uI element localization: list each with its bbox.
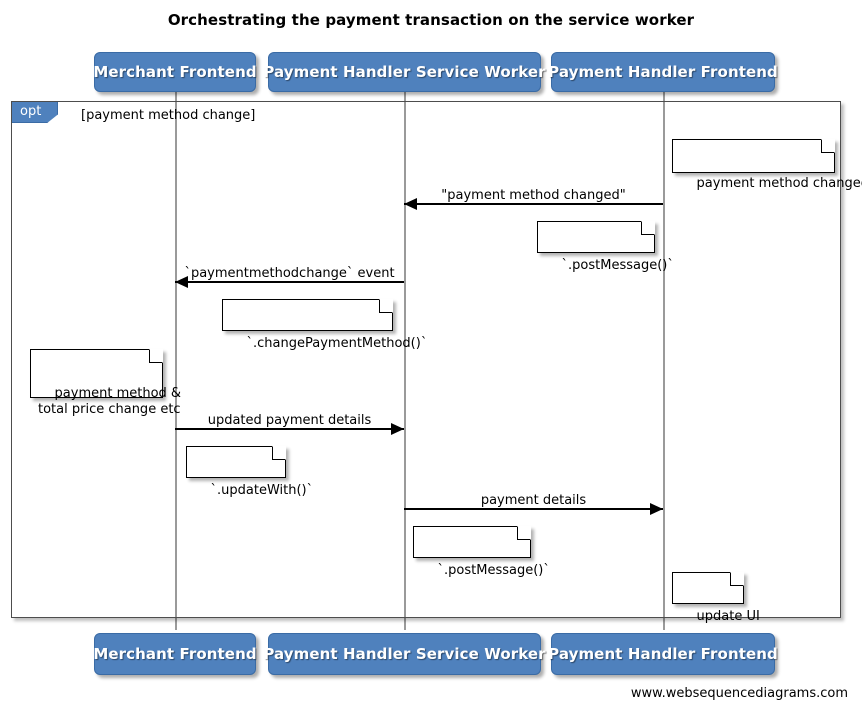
actor-box-payment-handler-frontend-bottom[interactable]: Payment Handler Frontend [548,633,778,675]
actor-box-merchant-frontend-bottom[interactable]: Merchant Frontend [93,633,257,675]
fragment-guard-label: [payment method change] [81,108,256,123]
page-title: Orchestrating the payment transaction on… [167,11,695,29]
note-post-message-2: `.postMessage()` [413,526,550,578]
fragment-operator-label: opt [12,102,59,123]
lifeline-merchant-frontend [175,92,177,630]
message-line-updated-payment-details [175,428,404,430]
message-label-paymentmethodchange-event: `paymentmethodchange` event [184,266,395,281]
actor-label: Merchant Frontend [93,63,257,81]
actor-label: Payment Handler Service Worker [263,63,546,81]
actor-box-payment-handler-service-worker-top[interactable]: Payment Handler Service Worker [263,52,546,92]
message-arrowhead-updated-payment-details [391,423,404,435]
note-change-payment-method: `.changePaymentMethod()` [222,299,427,351]
actor-box-payment-handler-frontend-top[interactable]: Payment Handler Frontend [548,52,778,92]
message-label-payment-method-changed: "payment method changed" [441,188,626,203]
note-post-message-1: `.postMessage()` [537,221,674,273]
actor-box-merchant-frontend-top[interactable]: Merchant Frontend [93,52,257,92]
note-update-ui: update UI [672,572,760,624]
footer-credit: www.websequencediagrams.com [630,686,848,701]
actor-box-payment-handler-service-worker-bottom[interactable]: Payment Handler Service Worker [263,633,546,675]
message-arrowhead-payment-method-changed [404,198,417,210]
actor-label: Payment Handler Service Worker [263,645,546,663]
actor-label: Merchant Frontend [93,645,257,663]
message-arrowhead-paymentmethodchange-event [175,276,188,288]
message-line-paymentmethodchange-event [175,281,404,283]
message-label-payment-details: payment details [480,493,587,508]
note-update-with: `.updateWith()` [186,446,313,498]
note-payment-method-total-price: payment method & total price change etc [30,349,181,417]
message-line-payment-method-changed [404,203,663,205]
message-label-updated-payment-details: updated payment details [207,413,372,428]
message-line-payment-details [404,508,663,510]
actor-label: Payment Handler Frontend [548,63,778,81]
message-arrowhead-payment-details [650,503,663,515]
lifeline-payment-handler-service-worker [404,92,406,630]
fragment-opt: opt [11,101,841,618]
actor-label: Payment Handler Frontend [548,645,778,663]
lifeline-payment-handler-frontend [663,92,665,630]
note-payment-method-changed: payment method changed [672,139,862,191]
